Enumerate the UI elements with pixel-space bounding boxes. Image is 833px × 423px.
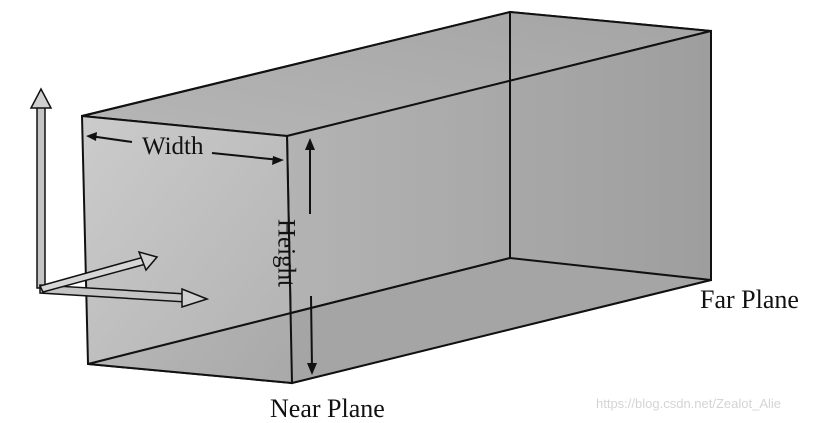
watermark: https://blog.csdn.net/Zealot_Alie: [596, 396, 782, 411]
width-label: Width: [142, 133, 204, 160]
back-edge-bottom: [87, 257, 511, 365]
width-dimension-arrow: [86, 132, 284, 165]
far-plane-label: Far Plane: [700, 285, 799, 314]
height-dimension-arrow: [305, 138, 317, 375]
coordinate-axes-icon: [29, 87, 210, 309]
height-label: Height: [272, 218, 300, 288]
near-plane-label: Near Plane: [270, 394, 385, 423]
back-edge-top: [81, 11, 511, 117]
near-plane-face: [80, 114, 294, 385]
